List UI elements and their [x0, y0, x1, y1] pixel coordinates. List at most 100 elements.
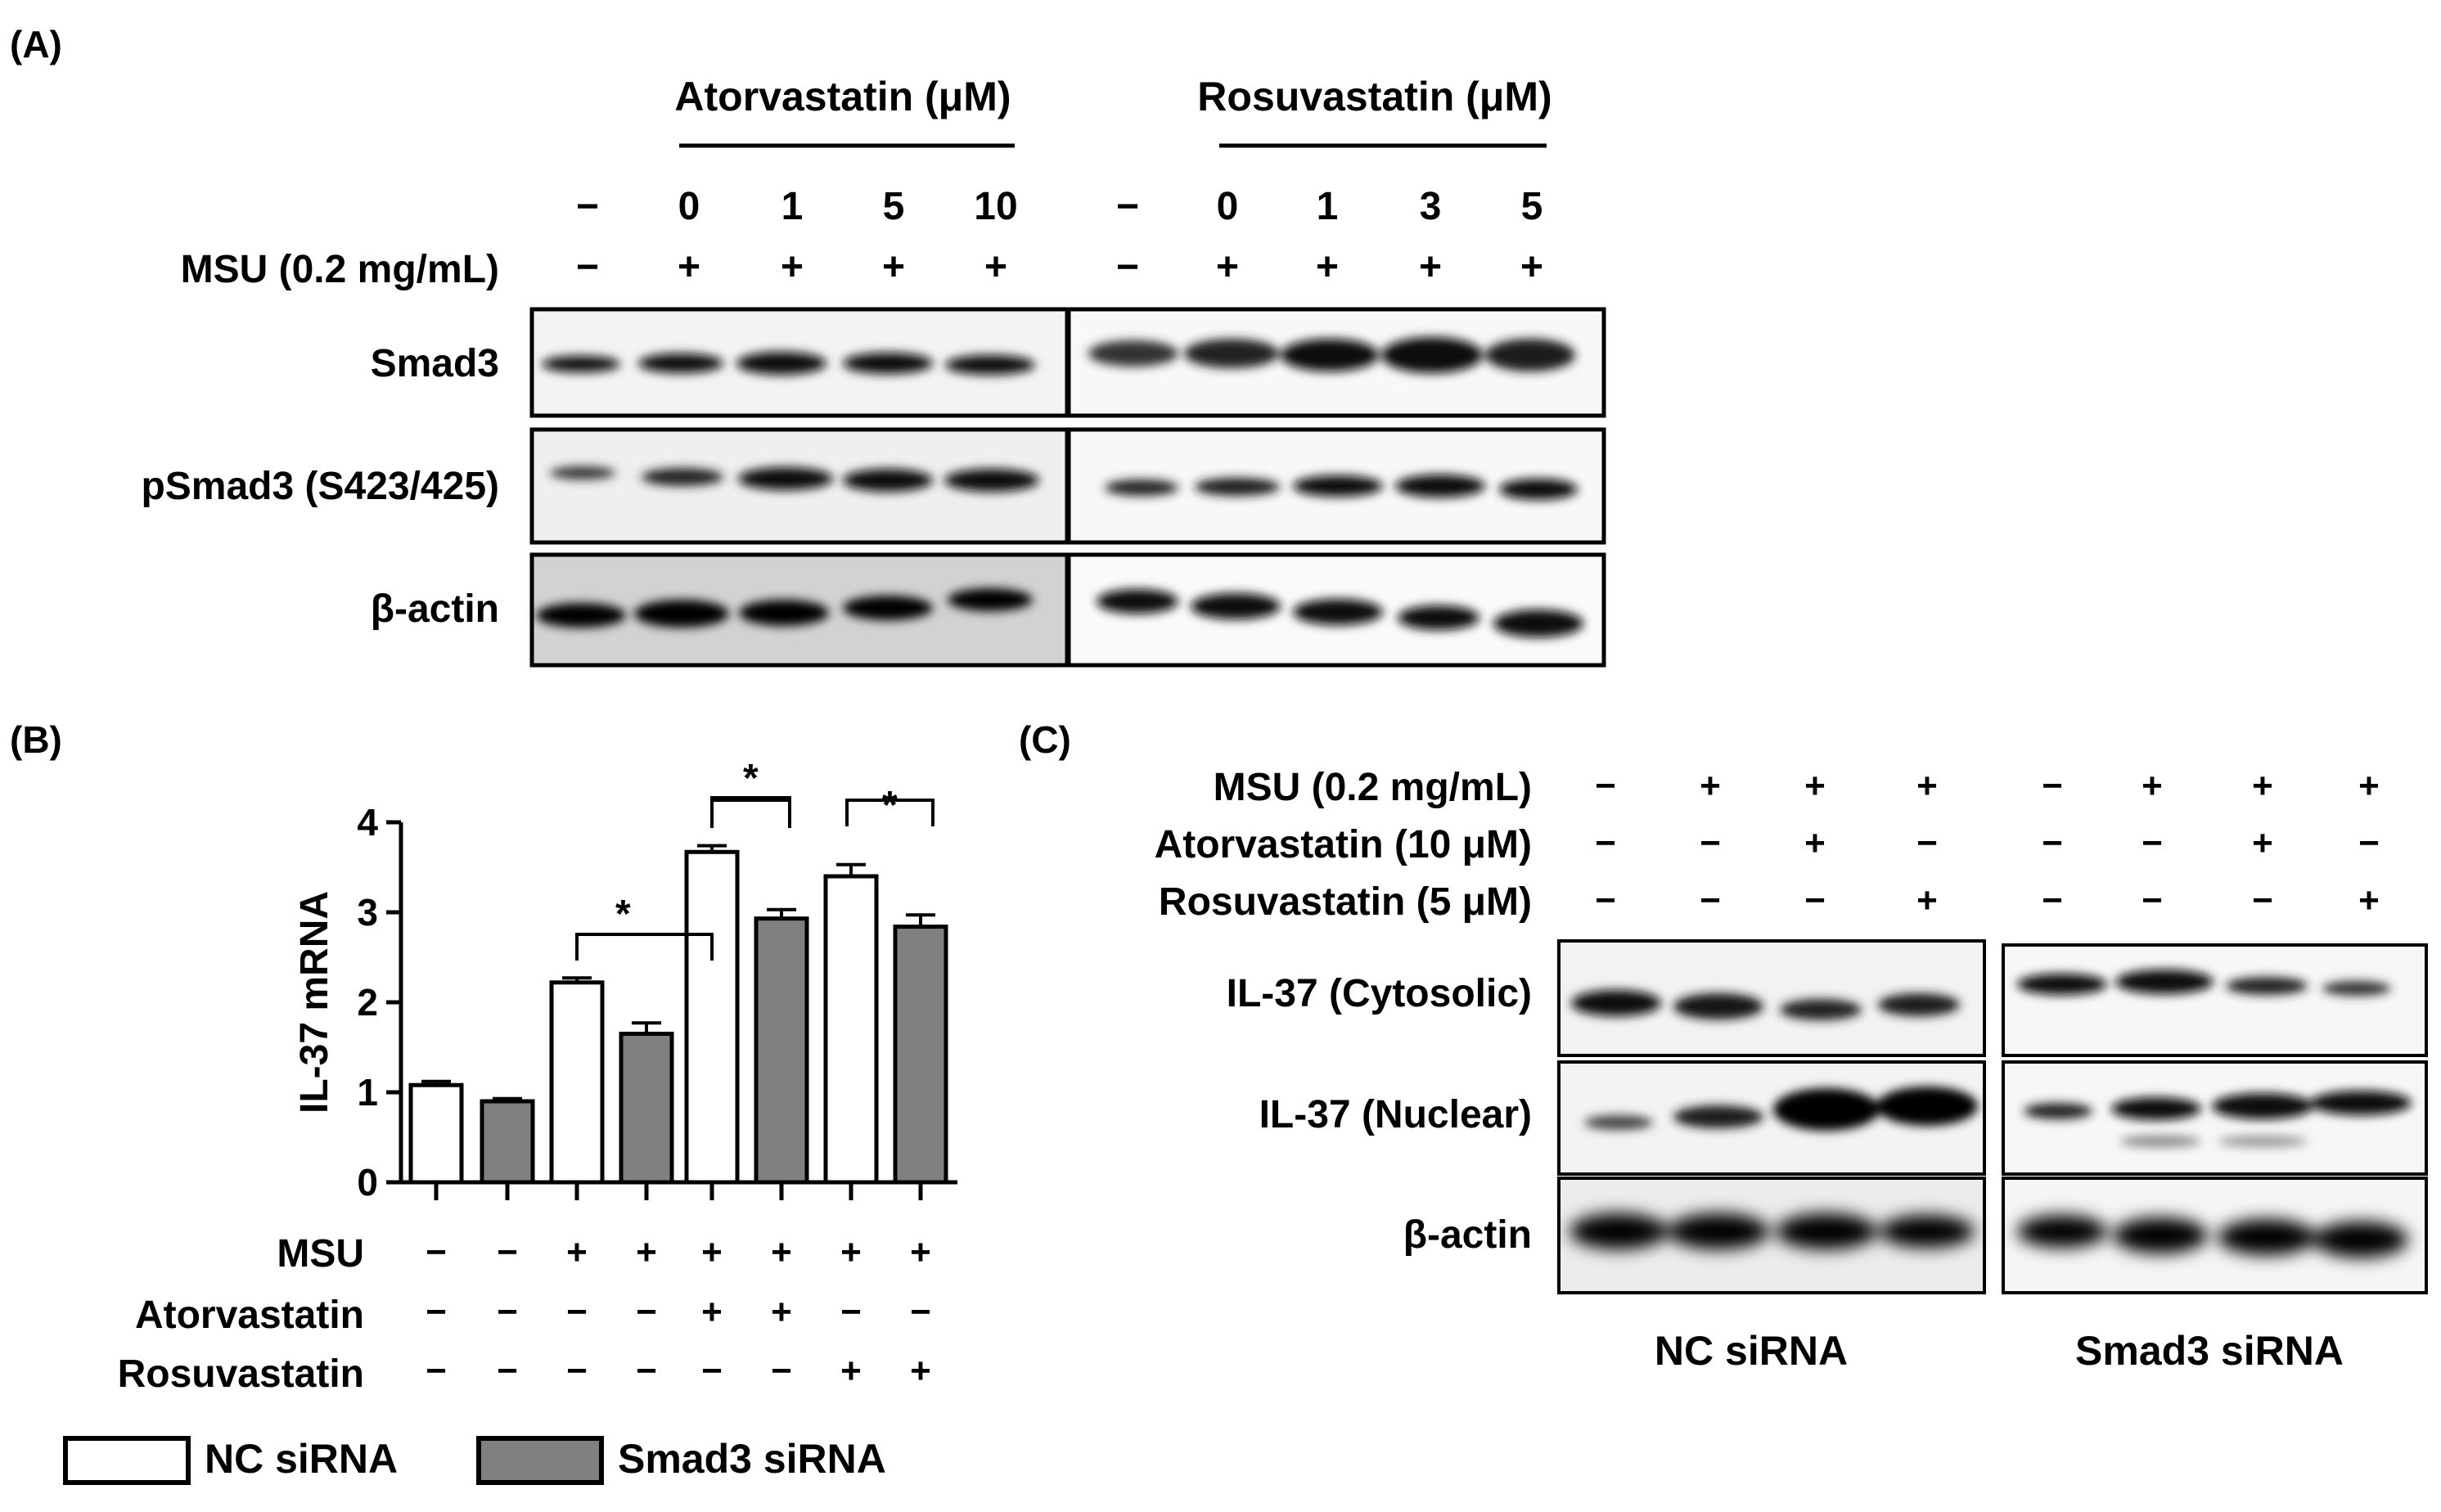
- c-condition-sign: +: [1804, 823, 1826, 863]
- blot-band: [945, 355, 1035, 375]
- dose-value: 10: [974, 185, 1017, 228]
- blot-band: [1673, 1105, 1763, 1128]
- c-bands-beta-actin: [1570, 1213, 2408, 1258]
- c-condition-sign: +: [2252, 823, 2273, 863]
- c-row-label-rosuvastatin: Rosuvastatin (5 μM): [1159, 880, 1532, 924]
- significance-brackets: * * *: [575, 757, 935, 961]
- blot-band: [2313, 1222, 2408, 1258]
- condition-sign: −: [771, 1351, 792, 1391]
- blot-band: [2212, 1093, 2313, 1119]
- c-condition-sign: +: [2358, 766, 2380, 806]
- blot-label-psmad3: pSmad3 (S423/425): [141, 465, 499, 508]
- c-row-label-msu: MSU (0.2 mg/mL): [1214, 766, 1532, 809]
- condition-sign: −: [497, 1232, 518, 1272]
- condition-sign: −: [910, 1292, 931, 1332]
- msu-sign: +: [781, 245, 804, 289]
- blot-band: [843, 353, 933, 374]
- blot-band: [536, 603, 626, 628]
- c-bands-cytosolic: [1571, 970, 2391, 1020]
- legend-swatch-smad3: [476, 1436, 604, 1485]
- blot-band: [843, 596, 933, 620]
- y-tick-label: 3: [357, 891, 378, 934]
- blot-band: [2310, 1091, 2412, 1115]
- blot-band: [2218, 1219, 2316, 1255]
- condition-sign: −: [497, 1351, 518, 1391]
- atorvastatin-group-header: Atorvastatin (μM): [674, 74, 1011, 119]
- blot-band: [1195, 478, 1280, 496]
- blot-band: [1398, 605, 1479, 630]
- bar: [549, 980, 605, 1185]
- blot-band: [736, 352, 826, 375]
- blot-band: [634, 600, 729, 628]
- blot-band: [1584, 1115, 1653, 1130]
- sig-bracket: [710, 796, 791, 828]
- blot-band: [642, 468, 723, 486]
- bar: [619, 1032, 674, 1185]
- condition-sign: −: [566, 1351, 588, 1391]
- condition-sign: +: [566, 1232, 588, 1272]
- c-blot-label-beta-actin: β-actin: [1403, 1213, 1532, 1257]
- dose-value: 0: [1217, 185, 1239, 228]
- blot-band: [2024, 1103, 2092, 1119]
- blot-band: [1381, 337, 1483, 373]
- condition-row-rosuvastatin: − − − − − − + +: [426, 1351, 931, 1391]
- c-condition-sign: −: [2142, 880, 2163, 920]
- blot-band: [2017, 1215, 2107, 1248]
- blot-band: [1880, 1215, 1975, 1248]
- blot-label-beta-actin: β-actin: [371, 587, 499, 631]
- panel-a-label: (A): [10, 23, 62, 65]
- dose-value: −: [1116, 185, 1139, 228]
- bands-smad3: [542, 337, 1575, 375]
- blot-band: [2218, 1136, 2308, 1147]
- c-condition-sign: −: [2042, 880, 2063, 920]
- blot-band: [1776, 1213, 1877, 1249]
- blot-band: [1780, 999, 1862, 1020]
- blot-band: [1673, 993, 1763, 1019]
- condition-sign: +: [840, 1232, 862, 1272]
- c-condition-sign: −: [1700, 823, 1721, 863]
- condition-sign: +: [771, 1292, 792, 1332]
- msu-sign: +: [1216, 245, 1239, 289]
- blot-band: [843, 469, 933, 492]
- condition-sign: −: [636, 1351, 657, 1391]
- legend-swatch-nc: [63, 1436, 191, 1485]
- blot-band: [1485, 339, 1575, 371]
- blot-band: [1773, 1088, 1880, 1131]
- dose-value: 5: [1521, 185, 1543, 228]
- condition-sign: +: [636, 1232, 657, 1272]
- condition-sign: −: [701, 1351, 723, 1391]
- row-label-rosuvastatin: Rosuvastatin: [118, 1352, 364, 1396]
- msu-sign: +: [1419, 245, 1442, 289]
- c-condition-row-atorvastatin: − − + − − − + −: [1595, 823, 2380, 863]
- row-label-atorvastatin: Atorvastatin: [135, 1294, 364, 1337]
- condition-sign: −: [426, 1232, 447, 1272]
- rosuvastatin-group-header: Rosuvastatin (μM): [1197, 74, 1552, 119]
- sig-bracket: [845, 799, 935, 826]
- c-row-label-atorvastatin: Atorvastatin (10 μM): [1155, 823, 1532, 866]
- c-condition-sign: −: [2042, 766, 2063, 806]
- dose-value: 3: [1420, 185, 1442, 228]
- c-bands-nuclear: [1584, 1087, 2412, 1147]
- blot-band: [944, 469, 1039, 492]
- bar: [408, 1082, 464, 1185]
- blot-band: [1395, 475, 1485, 497]
- blot-band: [1668, 1213, 1769, 1249]
- bands-psmad3: [550, 466, 1578, 500]
- blot-band: [1878, 993, 1960, 1016]
- c-condition-row-msu: − + + + − + + +: [1595, 766, 2380, 806]
- panel-a-msu-label: MSU (0.2 mg/mL): [181, 248, 499, 291]
- c-condition-sign: −: [1595, 880, 1616, 920]
- c-condition-sign: +: [1700, 766, 1721, 806]
- bar: [480, 1099, 535, 1185]
- msu-sign: +: [882, 245, 905, 289]
- c-condition-sign: −: [2142, 823, 2163, 863]
- blot-band: [1097, 589, 1178, 614]
- blot-band: [2119, 1136, 2201, 1147]
- row-label-msu: MSU: [277, 1232, 364, 1276]
- bar: [823, 874, 879, 1185]
- msu-sign: −: [576, 245, 599, 289]
- blot-band: [948, 588, 1033, 611]
- bar: [754, 916, 809, 1185]
- blot-band: [2115, 970, 2214, 994]
